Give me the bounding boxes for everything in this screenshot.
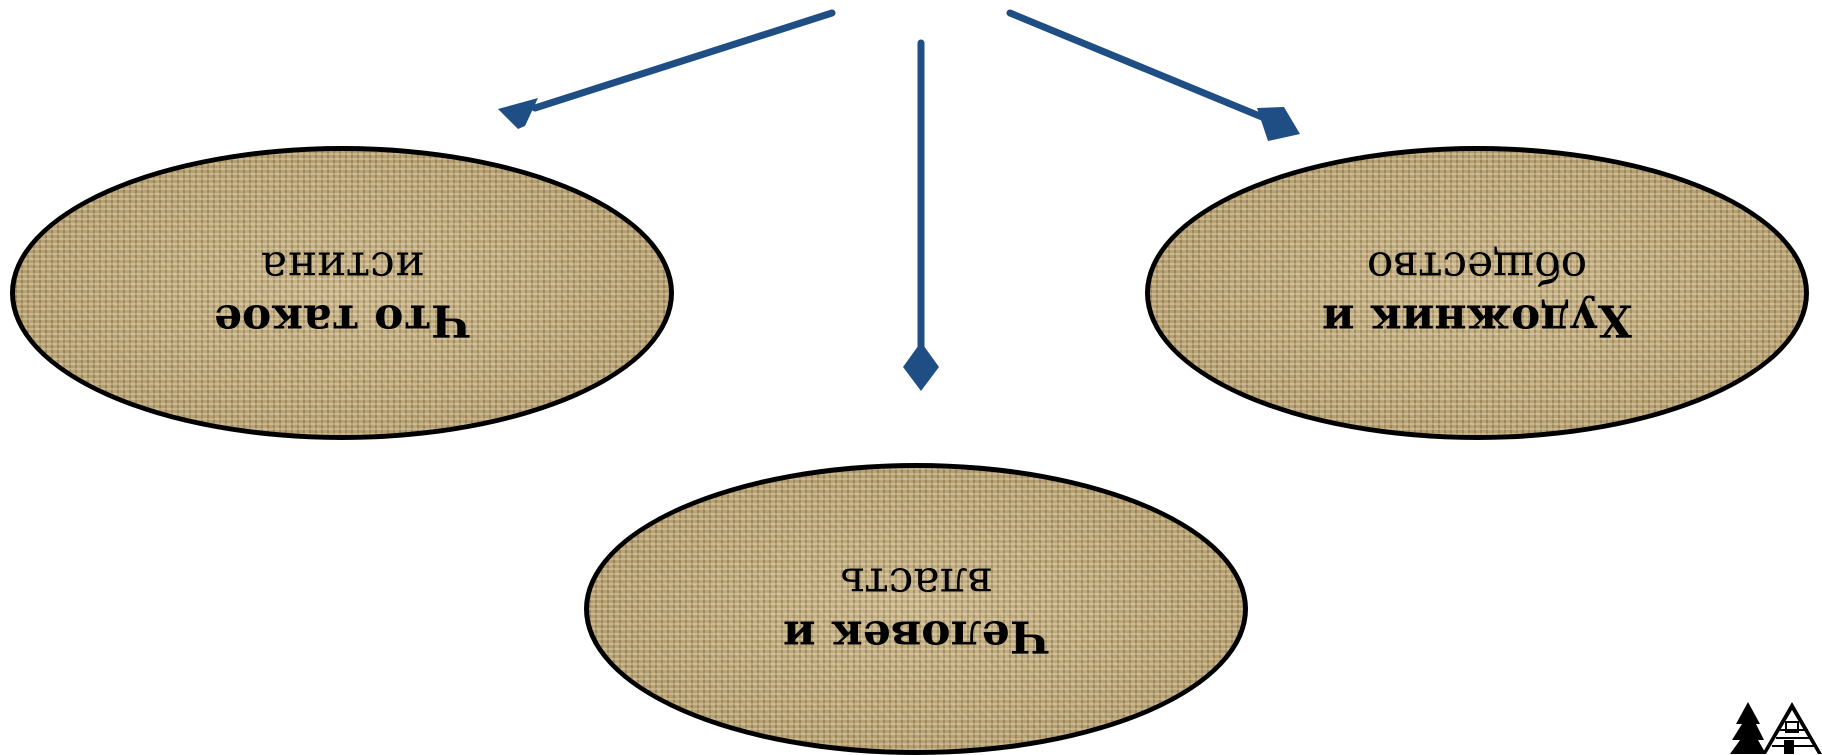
connector-left — [498, 9, 836, 129]
oval-node-left: Что такое истина — [10, 146, 674, 440]
connector-center — [903, 39, 939, 391]
connector-right — [1006, 9, 1300, 141]
oval-node-right: Художник и общество — [1145, 146, 1809, 440]
oval-text-bottom: Человек и власть — [783, 556, 1050, 662]
connector-left-arrowhead — [498, 98, 538, 129]
connector-right-arrowhead — [1257, 107, 1300, 141]
node-left-line-2: истина — [260, 242, 424, 293]
oval-text-right: Художник и общество — [1322, 240, 1632, 346]
house-and-tree-icon — [1730, 702, 1822, 754]
connector-center-arrowhead — [903, 342, 939, 391]
oval-text-left: Что такое истина — [214, 240, 471, 346]
oval-node-bottom: Человек и власть — [584, 463, 1248, 755]
node-bottom-line-2: власть — [840, 558, 992, 609]
node-right-line-2: общество — [1366, 242, 1588, 293]
node-left-line-1: Что такое — [213, 294, 471, 346]
node-bottom-line-1: Человек и — [782, 610, 1050, 662]
node-right-line-1: Художник и — [1322, 294, 1632, 346]
